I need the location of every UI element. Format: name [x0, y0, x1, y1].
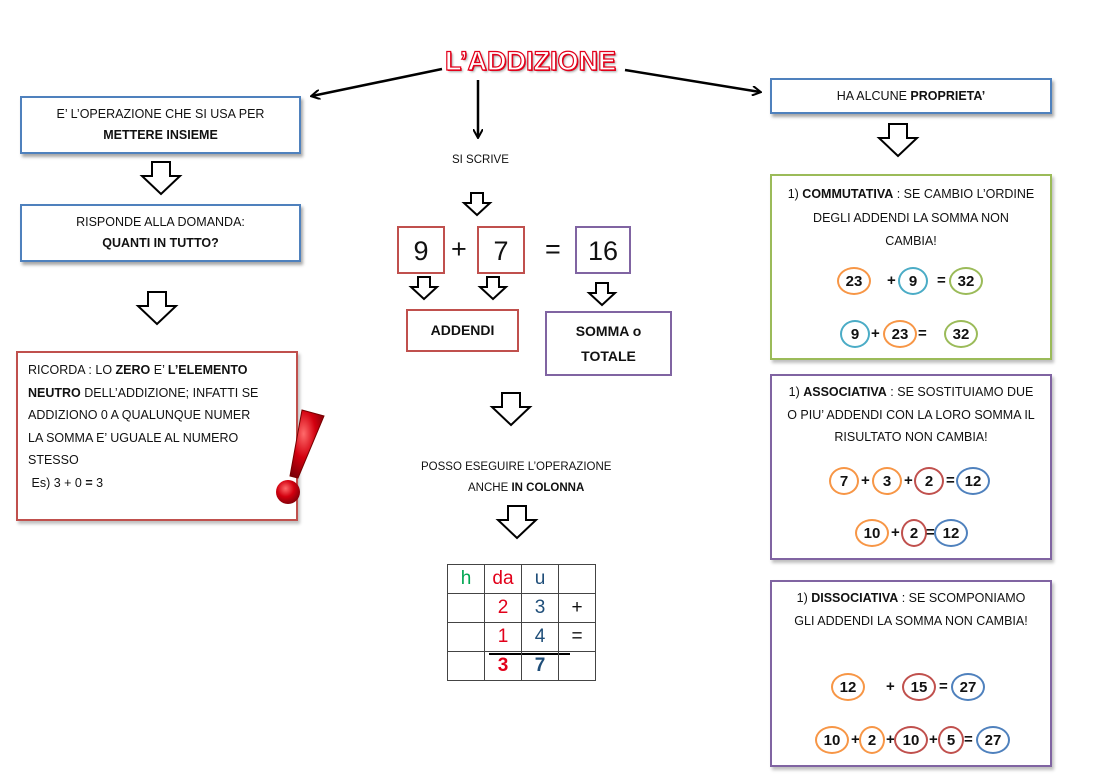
remember-text-1: RICORDA : LO — [28, 363, 116, 377]
proprieta-box: HA ALCUNE PROPRIETA’ — [770, 78, 1052, 114]
fat-arrow-4 — [410, 276, 438, 300]
definition-line2: METTERE INSIEME — [103, 128, 218, 142]
definition-box: E’ L’OPERAZIONE CHE SI USA PER METTERE I… — [20, 96, 301, 154]
equals-sign: = — [545, 234, 561, 264]
diss-r2-e: 27 — [976, 726, 1010, 754]
comm-r2-c: 32 — [944, 320, 978, 348]
fat-arrow-2 — [137, 291, 177, 325]
addendi-label: ADDENDI — [406, 309, 519, 352]
remember-text-4: LA SOMMA E’ UGUALE AL NUMERO STESSO — [28, 430, 239, 468]
remember-text-3: DELL’ADDIZIONE; INFATTI SE ADDIZIONO 0 A… — [28, 385, 259, 423]
fat-arrow-8 — [497, 505, 537, 539]
diss-r2-d: 5 — [938, 726, 964, 754]
arrow-left — [312, 67, 443, 96]
fat-arrow-3 — [463, 192, 491, 216]
assoc-r2-b: 2 — [901, 519, 927, 547]
arrow-right — [624, 68, 760, 92]
commutativa-title: COMMUTATIVA — [802, 187, 894, 201]
diss-r2-b: 2 — [859, 726, 885, 754]
dissociativa-title: DISSOCIATIVA — [811, 591, 899, 605]
sum-value: 16 — [575, 226, 631, 274]
diss-r2-a: 10 — [815, 726, 849, 754]
addend-1: 9 — [397, 226, 445, 274]
column-table: h da u 2 3 + 1 4 = 3 7 — [447, 564, 596, 681]
definition-line1: E’ L’OPERAZIONE CHE SI USA PER — [56, 107, 265, 121]
assoc-r1-a: 7 — [829, 467, 859, 495]
question-line1: RISPONDE ALLA DOMANDA: — [76, 215, 245, 229]
table-row: 3 7 — [447, 651, 596, 681]
comm-r1-c: 32 — [949, 267, 983, 295]
fat-arrow-7 — [491, 392, 531, 426]
diss-r1-b: 15 — [902, 673, 936, 701]
comm-r1-a: 23 — [837, 267, 871, 295]
fat-arrow-5 — [479, 276, 507, 300]
fat-arrow-1 — [141, 161, 181, 195]
associativa-title: ASSOCIATIVA — [803, 385, 887, 399]
assoc-r1-d: 12 — [956, 467, 990, 495]
table-row: 1 4 = — [447, 622, 596, 652]
assoc-r1-c: 2 — [914, 467, 944, 495]
question-box: RISPONDE ALLA DOMANDA: QUANTI IN TUTTO? — [20, 204, 301, 262]
assoc-r2-a: 10 — [855, 519, 889, 547]
fat-arrow-6 — [588, 282, 616, 306]
remember-box: RICORDA : LO ZERO E’ L’ELEMENTO NEUTRO D… — [16, 351, 298, 521]
plus-sign: + — [451, 234, 467, 264]
diss-r2-c: 10 — [894, 726, 928, 754]
comm-r2-b: 23 — [883, 320, 917, 348]
colonna-text: POSSO ESEGUIRE L’OPERAZIONE ANCHE IN COL… — [421, 461, 612, 494]
comm-r2-a: 9 — [840, 320, 870, 348]
diss-r1-c: 27 — [951, 673, 985, 701]
fat-arrow-9 — [878, 123, 918, 157]
page-title: L’ADDIZIONE — [444, 45, 617, 76]
exclamation-icon — [276, 409, 325, 504]
question-line2: QUANTI IN TUTTO? — [102, 236, 219, 250]
comm-r1-b: 9 — [898, 267, 928, 295]
remember-neutral: L’ELEMENTO NEUTRO — [28, 363, 248, 400]
remember-zero: ZERO — [115, 363, 151, 377]
table-row: h da u — [447, 564, 596, 594]
somma-totale-label: SOMMA o TOTALE — [545, 311, 672, 376]
table-row: 2 3 + — [447, 593, 596, 623]
diss-r1-a: 12 — [831, 673, 865, 701]
assoc-r2-c: 12 — [934, 519, 968, 547]
addend-2: 7 — [477, 226, 525, 274]
remember-text-2: E’ — [150, 363, 168, 377]
assoc-r1-b: 3 — [872, 467, 902, 495]
remember-example: Es) 3 + 0 — [31, 475, 86, 490]
si-scrive-label: SI SCRIVE — [452, 154, 509, 166]
